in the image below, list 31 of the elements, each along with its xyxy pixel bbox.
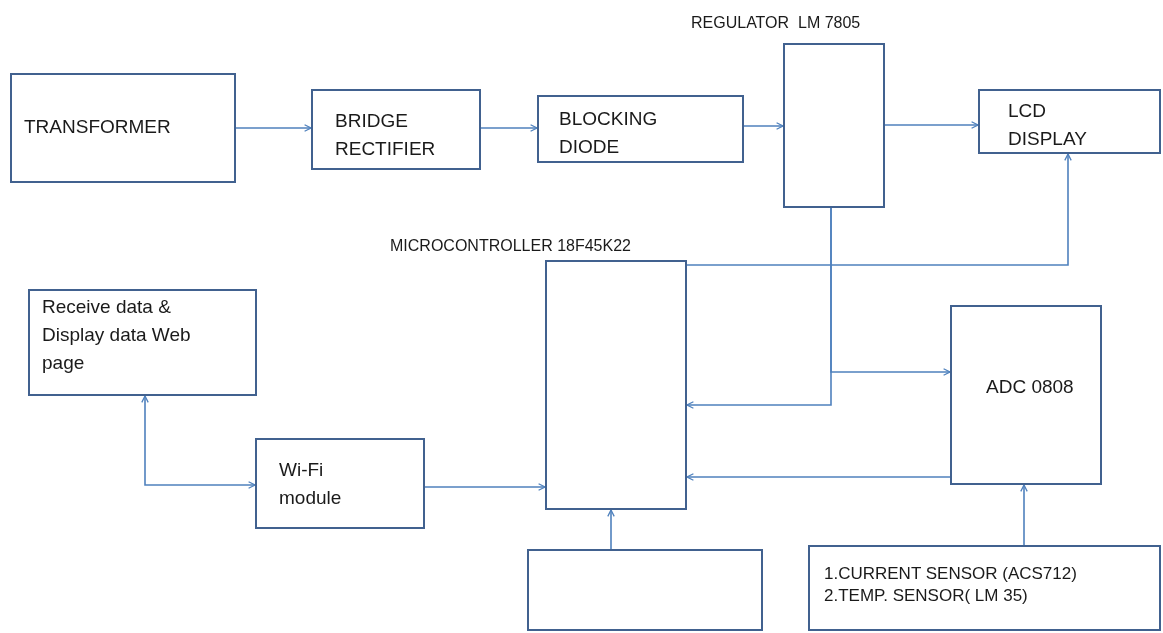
block-label: 2.TEMP. SENSOR( LM 35) [824,585,1029,607]
arrow [480,124,538,132]
empty-box [527,549,763,631]
arrow [743,122,784,130]
block-label: Receive data & Display data Web page [42,295,192,375]
process-box [255,438,425,529]
process-box [808,545,1161,631]
block-label: BRIDGE RECTIFIER [335,109,437,161]
arrow [424,483,546,491]
block-label: TRANSFORMER [24,115,172,139]
process-box [950,305,1102,485]
block-label: ADC 0808 [986,375,1075,399]
arrow [1020,484,1028,546]
block-label: Wi-Fi module [279,458,343,510]
process-box [28,289,257,396]
arrow [686,473,951,481]
arrow [141,395,256,489]
arrow [884,121,979,129]
arrow [686,153,1072,266]
process-box [537,95,744,163]
block-label: LCD DISPLAY [1008,99,1088,151]
arrow [607,509,615,550]
block-heading: MICROCONTROLLER 18F45K22 [390,236,631,256]
block-heading: REGULATOR LM 7805 [691,13,861,33]
arrow [830,207,951,376]
process-box [978,89,1161,154]
arrow [235,124,312,132]
process-box [10,73,236,183]
block-label: BLOCKING DIODE [559,107,659,159]
process-box [311,89,481,170]
block-label: 1.CURRENT SENSOR (ACS712) [824,563,1078,585]
